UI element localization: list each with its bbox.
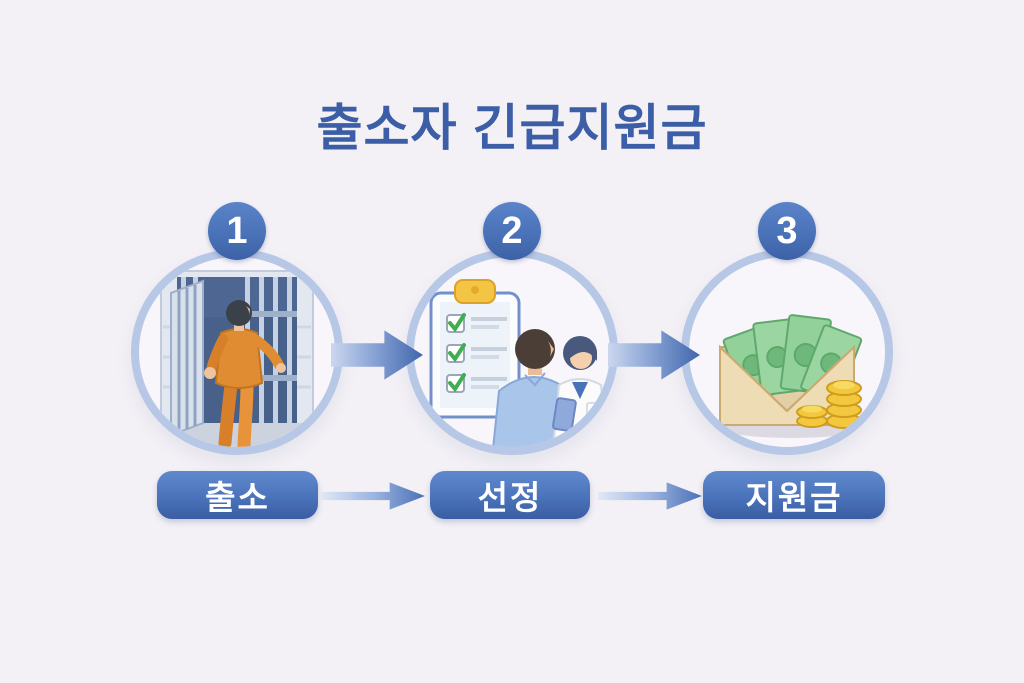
step-1-number: 1	[226, 209, 248, 252]
step-1-label-pill: 출소	[157, 471, 318, 519]
step-2-number: 2	[501, 209, 523, 252]
arrow-right-icon	[598, 482, 702, 510]
page-title: 출소자 긴급지원금	[316, 100, 708, 156]
step-1-label: 출소	[205, 479, 270, 516]
step-1-circle	[131, 249, 343, 455]
step-3-circle	[681, 249, 893, 455]
step-2-label-pill: 선정	[430, 471, 590, 519]
step-1-number-badge: 1	[208, 202, 266, 260]
step-3-number-badge: 3	[758, 202, 816, 260]
step-2-label: 선정	[477, 479, 543, 516]
step-3-label-pill: 지원금	[703, 471, 885, 519]
support-money-illustration	[718, 314, 866, 438]
step-3-number: 3	[776, 209, 798, 252]
arrow-right-icon	[321, 482, 425, 510]
prison-release-illustration	[160, 270, 314, 447]
step-2-circle	[406, 249, 618, 455]
selection-interview-illustration	[429, 279, 608, 447]
step-2-number-badge: 2	[483, 202, 541, 260]
step-3-label: 지원금	[745, 479, 843, 516]
